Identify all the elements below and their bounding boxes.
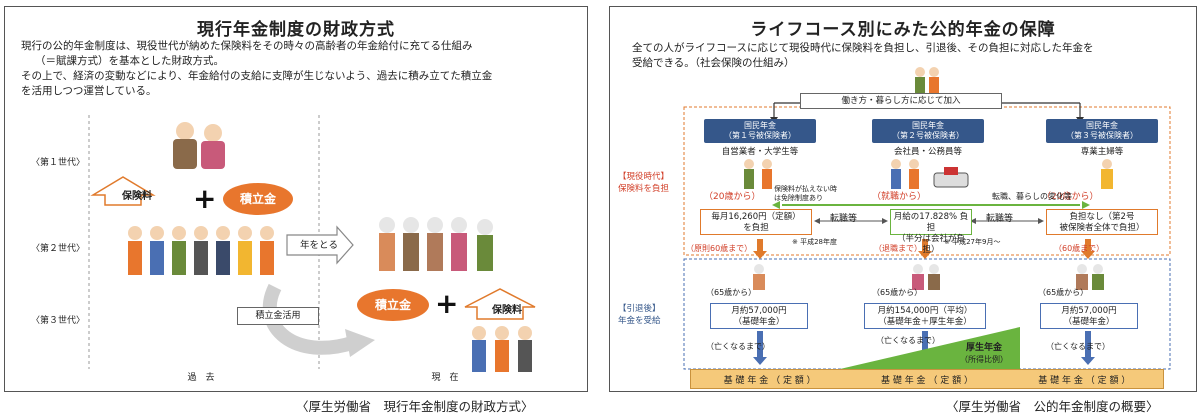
gen3-label: 〈第３世代〉	[31, 316, 86, 326]
start-age-1: （20歳から）	[704, 192, 761, 202]
gen2-label: 〈第２世代〉	[31, 244, 86, 254]
right-caption: 〈厚生労働省 公的年金制度の概要〉	[946, 399, 1159, 414]
left-description: 現行の公的年金制度は、現役世代が納めた保険料をその時々の高齢者の年金給付に充てる…	[21, 40, 493, 97]
transfer-label-2: 転職等	[986, 214, 1014, 224]
aging-label: 年をとる	[299, 240, 338, 251]
retiree-illustration-2	[912, 264, 940, 290]
until-label-1: （亡くなるまで）	[706, 342, 770, 351]
plus-icon-1: +	[193, 182, 217, 215]
reserve-pill-2: 積立金	[357, 289, 429, 321]
premium-label-2: 保険料	[492, 305, 522, 316]
payment-note-2: ※ 平成27年9月〜	[944, 238, 1001, 246]
left-title: 現行年金制度の財政方式	[197, 20, 395, 40]
young-workers-illustration	[472, 326, 532, 372]
family-illustration	[915, 67, 939, 95]
left-panel: 現行年金制度の財政方式 現行の公的年金制度は、現役世代が納めた保険料をその時々の…	[4, 6, 588, 392]
right-panel: ライフコース別にみた公的年金の保障 全ての人がライフコースに応じて現役時代に保険…	[609, 6, 1197, 392]
end-age-1: （原則60歳まで）	[686, 244, 753, 253]
category-1-header: 国民年金 （第１号被保険者）	[704, 119, 816, 143]
payment-box-1: 毎月16,260円（定額） を負担	[700, 209, 812, 235]
basic-pension-bar: 基 礎 年 金 （ 定 額 ） 基 礎 年 金 （ 定 額 ） 基 礎 年 金 …	[690, 369, 1164, 389]
join-label: 働き方・暮らし方に応じて加入	[800, 93, 1002, 109]
start-age-2: （就職から）	[872, 192, 927, 202]
employees-illustration	[891, 159, 969, 189]
category-1-examples: 自営業者・大学生等	[721, 147, 799, 157]
premium-label-1: 保険料	[122, 191, 152, 202]
past-label: 過 去	[175, 371, 227, 387]
homemaker-illustration	[1101, 159, 1113, 189]
left-caption: 〈厚生労働省 現行年金制度の財政方式〉	[296, 399, 534, 414]
receive-start-2: （65歳から）	[872, 288, 923, 297]
benefit-box-1: 月約57,000円 （基礎年金）	[710, 303, 808, 329]
working-period-label: 【現役時代】 保険料を負担	[618, 172, 670, 194]
kosei-nenkin-label: 厚生年金 （所得比例）	[960, 343, 1008, 364]
basic-pension-label-1: 基 礎 年 金 （ 定 額 ）	[723, 375, 816, 386]
payment-box-3: 負担なし（第2号 被保険者全体で負担）	[1046, 209, 1158, 235]
retiree-illustration-3	[1076, 264, 1104, 290]
reserve-use-label: 積立金活用	[237, 307, 319, 325]
receive-start-3: （65歳から）	[1038, 288, 1089, 297]
receive-start-1: （65歳から）	[706, 288, 757, 297]
working-generation-illustration	[128, 226, 274, 275]
benefit-box-2: 月約154,000円（平均） （基礎年金＋厚生年金）	[864, 303, 986, 329]
life-change-note: 転職、暮らしの変化等	[992, 192, 1072, 201]
right-title: ライフコース別にみた公的年金の保障	[750, 20, 1056, 40]
category-3-header: 国民年金 （第３号被保険者）	[1046, 119, 1158, 143]
basic-pension-label-3: 基 礎 年 金 （ 定 額 ）	[1038, 375, 1131, 386]
transfer-label-1: 転職等	[830, 214, 858, 224]
payment-box-2: 月給の17.828% 負担 （半分は会社が負担）	[890, 209, 972, 255]
basic-pension-label-2: 基 礎 年 金 （ 定 額 ）	[880, 375, 973, 386]
benefit-box-3: 月約57,000円 （基礎年金）	[1040, 303, 1138, 329]
end-age-3: （60歳まで）	[1054, 244, 1105, 253]
category-2-examples: 会社員・公務員等	[893, 147, 962, 157]
start-age-3: （20歳から）	[1042, 192, 1099, 202]
elderly-couple-illustration	[173, 122, 225, 169]
elderly-group-illustration	[379, 217, 493, 271]
exemption-note: 保険料が払えない時 は免除制度あり	[774, 185, 837, 202]
reserve-pill-1: 積立金	[223, 183, 293, 215]
until-label-3: （亡くなるまで）	[1046, 342, 1110, 351]
gen1-label: 〈第１世代〉	[31, 158, 86, 168]
payment-note-1: ※ 平成28年度	[792, 238, 837, 246]
until-label-2: （亡くなるまで）	[876, 336, 940, 345]
present-label: 現 在	[419, 371, 471, 387]
left-diagram-lines	[88, 115, 536, 369]
right-intro: 全ての人がライフコースに応じて現役時代に保険料を負担し、引退後、その負担に対応し…	[632, 42, 1094, 69]
category-3-examples: 専業主婦等	[1080, 147, 1124, 157]
retired-period-label: 【引退後】 年金を受給	[618, 304, 661, 326]
self-employed-illustration	[744, 159, 772, 189]
category-2-header: 国民年金 （第２号被保険者）	[872, 119, 984, 143]
end-age-2: （退職まで）	[874, 244, 922, 253]
plus-icon-2: +	[435, 287, 459, 320]
retiree-illustration-1	[753, 264, 765, 290]
